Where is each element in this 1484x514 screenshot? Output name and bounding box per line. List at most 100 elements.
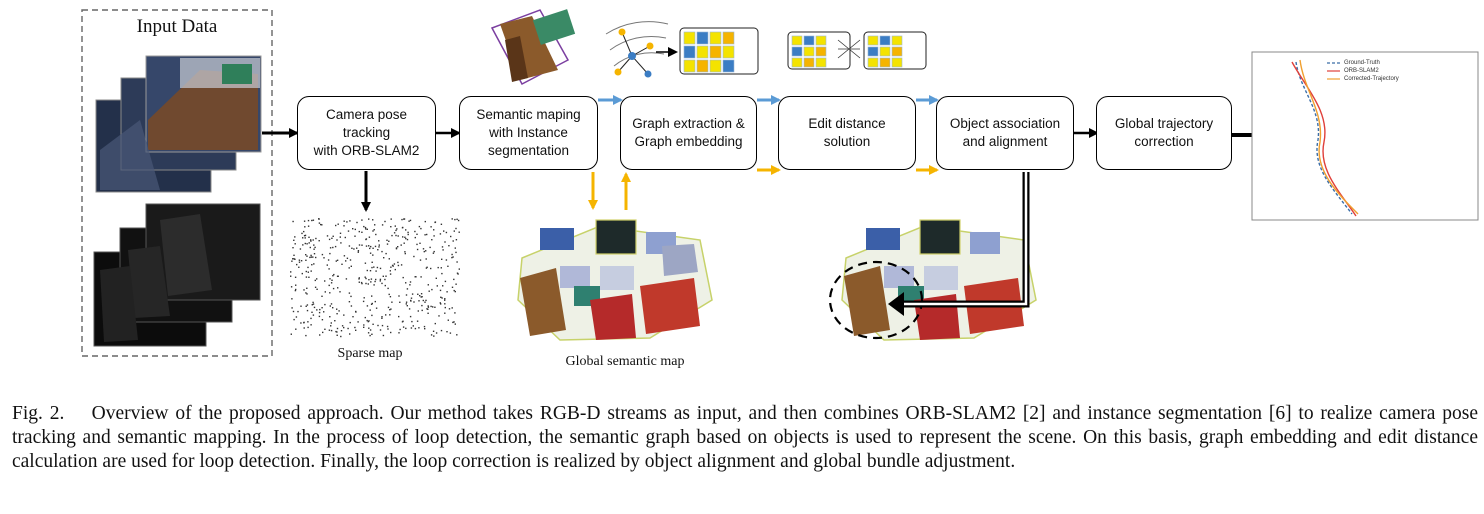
matrix-bracket <box>787 31 851 70</box>
caption-text: Overview of the proposed approach. Our m… <box>12 403 1479 472</box>
sparse-map-point <box>293 239 295 241</box>
sparse-map-point <box>355 329 357 331</box>
loop-association-arrow-inner <box>902 172 1028 306</box>
sparse-map-point <box>309 256 311 259</box>
box-edit-distance: Edit distance solution <box>778 96 916 170</box>
matrix-cell <box>696 45 709 59</box>
sparse-map-point <box>313 248 315 250</box>
sparse-map-point <box>427 308 429 310</box>
sparse-map-point <box>315 237 317 240</box>
sparse-map-point <box>389 309 391 311</box>
sparse-map-point <box>363 225 365 228</box>
matrix-cell <box>815 57 827 68</box>
matrix-cell <box>891 46 903 57</box>
sparse-map-point <box>349 259 352 261</box>
matrix-cell <box>696 59 709 73</box>
sparse-map-point <box>308 276 310 278</box>
sparse-map-point <box>377 324 379 327</box>
sparse-map-point <box>348 292 351 294</box>
sparse-map-point <box>379 278 382 281</box>
sparse-map-point <box>291 260 293 262</box>
sparse-map-point <box>398 315 400 318</box>
sparse-map-point <box>378 240 380 242</box>
sparse-map-point <box>368 320 370 322</box>
sparse-map-point <box>440 223 443 225</box>
sparse-map-point <box>418 327 420 329</box>
sparse-map-point <box>386 239 388 241</box>
sparse-map-point <box>378 246 380 248</box>
sparse-map-point <box>421 309 423 312</box>
matrix-bracket <box>679 27 759 75</box>
sparse-map-point <box>308 236 310 238</box>
sparse-map-point <box>371 314 373 317</box>
sparse-map-point <box>334 320 336 322</box>
sparse-map-point <box>420 276 422 278</box>
trajectory-ground-truth-line <box>1295 61 1353 215</box>
sparse-map-point <box>405 282 407 284</box>
sparse-map-point <box>308 242 310 244</box>
sparse-map-point <box>390 266 392 268</box>
sparse-map-point <box>364 226 367 229</box>
sparse-map-point <box>368 327 370 329</box>
sparse-map-point <box>386 243 389 245</box>
sparse-map-point <box>349 321 351 324</box>
sparse-map-point <box>311 264 313 266</box>
sparse-map-point <box>381 316 383 318</box>
sparse-map-point <box>454 312 456 314</box>
sparse-map-point <box>454 290 456 293</box>
sparse-map-point <box>366 305 369 307</box>
sparse-map-point <box>336 313 338 315</box>
sparse-map-point <box>343 255 346 257</box>
sparse-map-point <box>339 232 342 234</box>
sparse-map-point <box>453 230 455 232</box>
sparse-map-point <box>419 242 421 244</box>
sparse-map-point <box>306 293 308 295</box>
sparse-map-point <box>305 276 308 278</box>
sparse-map-point <box>312 301 314 304</box>
sparse-map-point <box>404 252 406 255</box>
sparse-map-point <box>294 243 296 245</box>
sparse-map-point <box>402 226 404 229</box>
sparse-map-point <box>403 242 405 244</box>
sparse-map-point <box>448 245 450 247</box>
sparse-map-point <box>399 301 401 303</box>
sparse-map-point <box>300 260 303 262</box>
sparse-map-point <box>357 251 359 253</box>
sparse-map-point <box>305 259 307 261</box>
depth-frames-stack <box>93 203 261 347</box>
sparse-map-point <box>318 311 321 314</box>
sparse-map-point <box>389 296 392 298</box>
sparse-map-point <box>402 276 404 279</box>
sparse-map-point <box>375 278 377 281</box>
sparse-map-point <box>429 246 431 249</box>
sparse-map-point <box>381 317 383 319</box>
loop-object-highlight <box>828 260 924 340</box>
sparse-map-point <box>454 247 456 249</box>
sparse-map-point <box>416 320 419 322</box>
sparse-map-point <box>402 326 405 328</box>
sparse-map-point <box>456 261 458 263</box>
sparse-map-point <box>456 334 458 336</box>
sparse-map-point <box>447 319 449 321</box>
sparse-map-point <box>366 228 368 230</box>
sparse-map-point <box>385 314 387 316</box>
sparse-map-point <box>344 236 346 239</box>
sparse-map-point <box>431 288 433 291</box>
sparse-map-point <box>438 315 440 317</box>
sparse-map-point <box>326 235 329 237</box>
sparse-map-point <box>328 238 331 241</box>
sparse-map-point <box>340 335 342 338</box>
sparse-map-point <box>374 300 376 303</box>
sparse-map-point <box>349 333 351 335</box>
sparse-map-point <box>424 301 426 303</box>
sparse-map-point <box>442 249 444 251</box>
sparse-map-point <box>304 237 306 239</box>
sparse-map-point <box>332 307 334 309</box>
sparse-map-point <box>455 283 457 285</box>
sparse-map-point <box>316 278 318 280</box>
sparse-map-point <box>307 225 310 227</box>
sparse-map-point <box>443 230 445 232</box>
sparse-map-point <box>364 262 367 264</box>
sparse-map-point <box>354 326 356 329</box>
sparse-map-label: Sparse map <box>337 346 403 361</box>
